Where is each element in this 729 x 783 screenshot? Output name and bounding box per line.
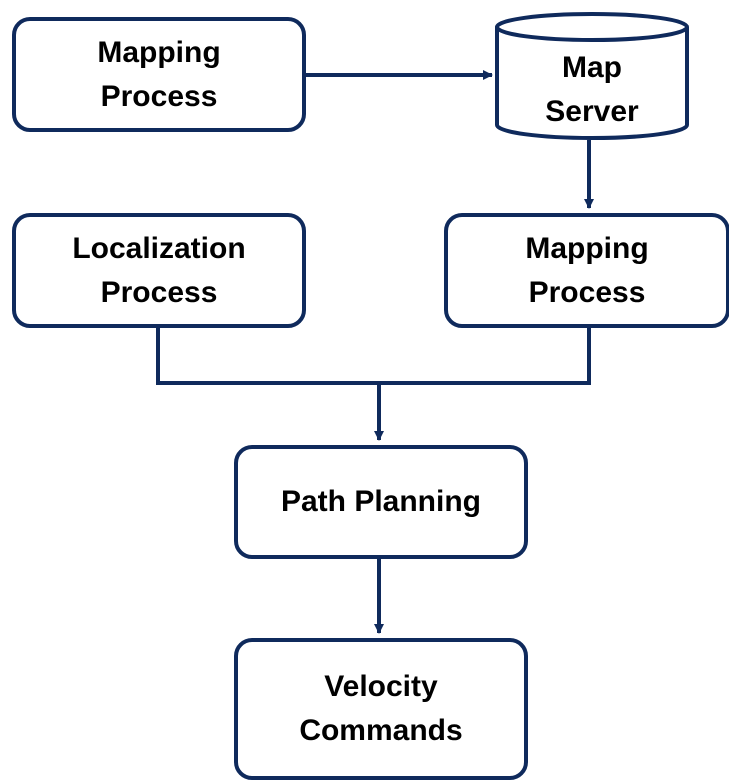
path-planning-node[interactable]: Path Planning [234, 445, 528, 559]
mapping-process-top-line1: Mapping [97, 35, 221, 69]
mapping-process-right-line2: Process [528, 275, 646, 309]
map-server-line2: Server [545, 95, 639, 128]
mapping-process-node-right[interactable]: Mapping Process [444, 213, 729, 328]
map-server-cylinder[interactable] [495, 12, 689, 140]
mapping-process-top-line2: Process [100, 79, 218, 113]
map-server-line1: Map [562, 51, 622, 84]
mapping-process-right-line1: Mapping [525, 231, 649, 265]
localization-process-line2: Process [100, 275, 218, 309]
localization-process-line1: Localization [72, 231, 246, 265]
path-planning-label: Path Planning [280, 485, 481, 518]
velocity-commands-node[interactable]: Velocity Commands [234, 638, 528, 780]
velocity-commands-line2: Commands [299, 714, 463, 747]
velocity-commands-line1: Velocity [324, 670, 438, 703]
localization-process-node[interactable]: Localization Process [12, 213, 306, 328]
mapping-process-node-top[interactable]: Mapping Process [12, 17, 306, 132]
map-server-label: Map Server [497, 44, 687, 136]
merge-connector [156, 328, 591, 385]
